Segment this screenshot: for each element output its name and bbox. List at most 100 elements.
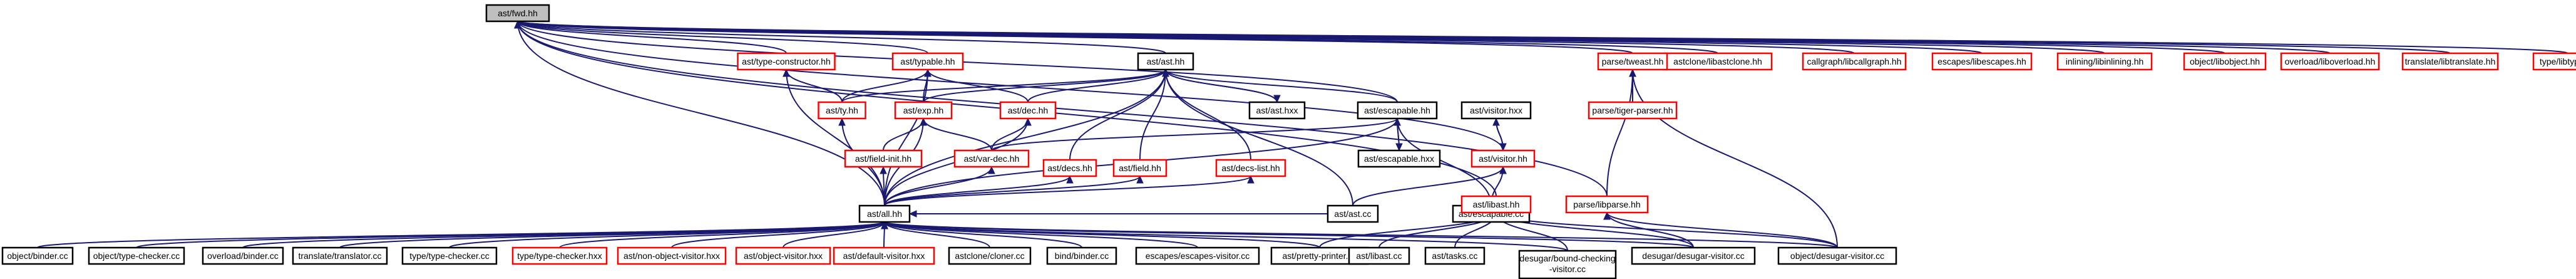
node-box <box>1348 246 1410 265</box>
arrowhead <box>1395 143 1403 152</box>
edge-line <box>991 118 1398 151</box>
node-box <box>202 246 284 265</box>
node-callgraph[interactable]: callgraph/libcallgraph.hh <box>1802 52 1907 71</box>
node-label-line: desugar/bound-checking <box>1519 253 1615 263</box>
node-libasthh[interactable]: ast/libast.hh <box>1460 195 1532 214</box>
node-translate[interactable]: translate/libtranslate.hh <box>2401 52 2499 71</box>
node-dechh[interactable]: ast/dec.hh <box>999 101 1057 120</box>
node-box <box>2056 52 2153 71</box>
node-escapable[interactable]: ast/escapable.hh <box>1357 101 1438 120</box>
node-tweast[interactable]: parse/tweast.hh <box>1597 52 1668 71</box>
node-bindbinder[interactable]: bind/binder.cc <box>1046 246 1117 265</box>
edge-objdesugar-to-libparse <box>1603 211 1838 248</box>
node-typable[interactable]: ast/typable.hh <box>891 52 964 71</box>
node-tigerparser[interactable]: parse/tiger-parser.hh <box>1588 101 1678 120</box>
node-escapablehxx[interactable]: ast/escapable.hxx <box>1357 149 1441 168</box>
node-box <box>858 204 911 223</box>
edge-line <box>1606 212 1694 248</box>
node-overload[interactable]: overload/liboverload.hh <box>2280 52 2380 71</box>
node-escapes[interactable]: escapes/libescapes.hh <box>1931 52 2033 71</box>
nodes-layer: ast/fwd.hh ast/type-constructor.hh ast/typ… <box>1 4 2576 279</box>
node-objtypechecker[interactable]: object/type-checker.cc <box>88 246 185 265</box>
node-label: ast/ast.hxx <box>1256 105 1298 115</box>
node-allhh[interactable]: ast/all.hh <box>858 204 911 223</box>
node-libastclone[interactable]: astclone/libastclone.hh <box>1663 52 1773 71</box>
node-box <box>1326 204 1379 223</box>
node-tyhh[interactable]: ast/ty.hh <box>818 101 866 120</box>
arrowhead <box>1629 68 1636 77</box>
arrowhead <box>988 166 995 174</box>
edge-line <box>559 221 885 248</box>
node-label: desugar/bound-checking-visitor.cc <box>1519 253 1615 274</box>
node-box <box>88 246 185 265</box>
node-visitorhh[interactable]: ast/visitor.hh <box>1470 149 1536 168</box>
node-typecons[interactable]: ast/type-constructor.hh <box>737 52 836 71</box>
edge-visitorhxx-to-visitorhh <box>1496 118 1507 152</box>
node-box <box>2280 52 2380 71</box>
node-astcc[interactable]: ast/ast.cc <box>1326 204 1379 223</box>
node-defaultvisitor[interactable]: ast/default-visitor.hxx <box>833 246 935 265</box>
node-label: ast/decs.hh <box>1047 163 1092 173</box>
node-label: callgraph/libcallgraph.hh <box>1807 56 1902 66</box>
node-label: ast/object-visitor.hxx <box>744 251 823 261</box>
node-fieldinit[interactable]: ast/field-init.hh <box>844 149 923 168</box>
edge-line <box>923 69 1166 103</box>
node-exphh[interactable]: ast/exp.hh <box>894 101 953 120</box>
node-label: bind/binder.cc <box>1055 251 1109 261</box>
edge-line <box>884 221 1082 248</box>
node-desugarvisitor[interactable]: desugar/desugar-visitor.cc <box>1631 246 1756 265</box>
node-label: object/libobject.hh <box>2190 56 2260 66</box>
node-libastcc[interactable]: ast/libast.cc <box>1348 246 1410 265</box>
node-root[interactable]: ast/fwd.hh <box>485 4 550 23</box>
node-visitorhxx[interactable]: ast/visitor.hxx <box>1460 101 1532 120</box>
edge-line <box>1165 69 1278 103</box>
node-vardec[interactable]: ast/var-dec.hh <box>953 149 1030 168</box>
node-libparse[interactable]: parse/libparse.hh <box>1565 195 1649 214</box>
edge-line <box>1165 69 1398 103</box>
node-box <box>511 246 608 265</box>
node-decslist[interactable]: ast/decs-list.hh <box>1215 159 1286 177</box>
node-decshh[interactable]: ast/decs.hh <box>1042 159 1097 177</box>
node-libtype[interactable]: type/libtype.hh <box>2532 52 2576 71</box>
node-box <box>737 52 836 71</box>
node-label: type/type-checker.hxx <box>517 251 602 261</box>
node-objvisitor[interactable]: ast/object-visitor.hxx <box>735 246 831 265</box>
node-typetypechecker[interactable]: type/type-checker.cc <box>401 246 498 265</box>
node-label: ast/non-object-visitor.hxx <box>623 251 720 261</box>
node-asthh[interactable]: ast/ast.hh <box>1137 52 1194 71</box>
node-label: translate/libtranslate.hh <box>2405 56 2496 66</box>
node-box <box>1042 159 1097 177</box>
node-cloner[interactable]: astclone/cloner.cc <box>948 246 1032 265</box>
node-escapesvisitor[interactable]: escapes/escapes-visitor.cc <box>1135 246 1260 265</box>
node-typetypecheckerhxx[interactable]: type/type-checker.hxx <box>511 246 608 265</box>
node-box <box>953 149 1030 168</box>
node-label: ast/libast.hh <box>1473 199 1520 209</box>
node-label: ast/dec.hh <box>1008 105 1049 115</box>
node-box <box>999 101 1057 120</box>
node-fieldhh[interactable]: ast/field.hh <box>1112 159 1167 177</box>
node-box <box>1 246 74 265</box>
node-box <box>1137 52 1194 71</box>
node-box <box>1424 246 1486 265</box>
node-boundchecking[interactable]: desugar/bound-checking-visitor.cc <box>1518 250 1617 279</box>
node-translator[interactable]: translate/translator.cc <box>292 246 388 265</box>
node-inlining[interactable]: inlining/libinlining.hh <box>2056 52 2153 71</box>
edge-line <box>884 221 1694 248</box>
node-label: ast/type-constructor.hh <box>742 56 831 66</box>
node-objdesugar[interactable]: object/desugar-visitor.cc <box>1777 246 1897 265</box>
arrowhead <box>908 210 917 218</box>
edge-allhh-to-decslist <box>884 175 1255 206</box>
edge-line <box>884 221 990 248</box>
node-tasks[interactable]: ast/tasks.cc <box>1424 246 1486 265</box>
edge-line <box>884 176 1141 206</box>
node-objlib[interactable]: object/libobject.hh <box>2183 52 2267 71</box>
edge-line <box>1069 69 1166 161</box>
arrowhead <box>783 68 790 77</box>
edge-ovlbinder-to-allhh <box>242 221 888 248</box>
node-asthxx[interactable]: ast/ast.hxx <box>1248 101 1306 120</box>
node-objbinder[interactable]: object/binder.cc <box>1 246 74 265</box>
node-nonobjvisitor[interactable]: ast/non-object-visitor.hxx <box>617 246 727 265</box>
node-ovlbinder[interactable]: overload/binder.cc <box>202 246 284 265</box>
